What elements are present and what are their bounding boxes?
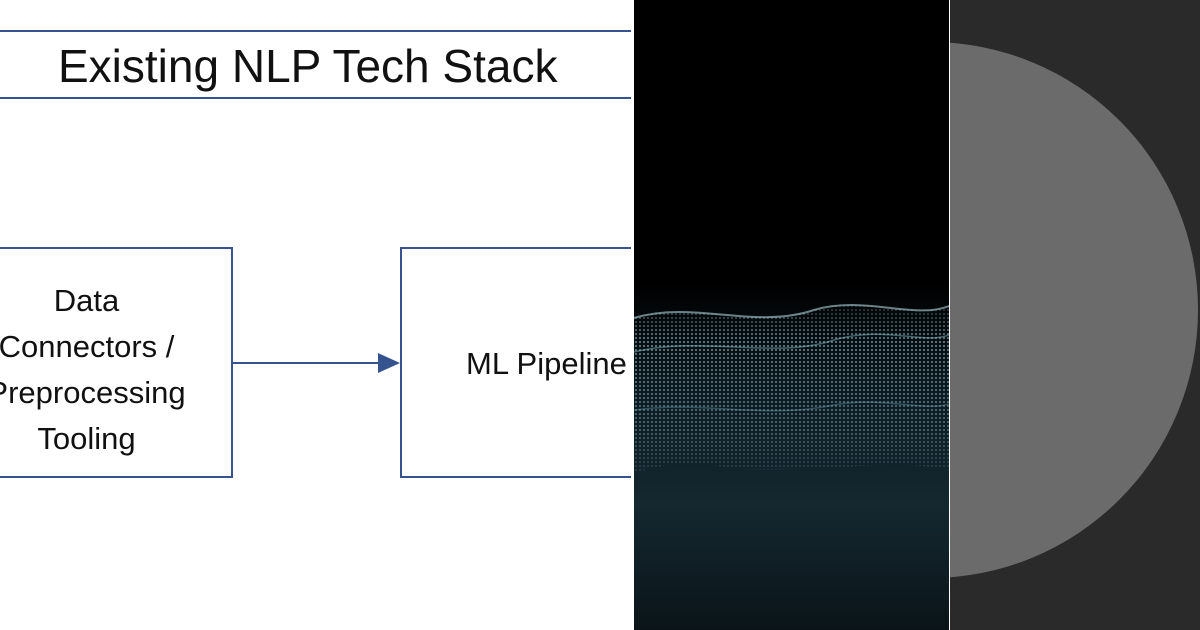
particle-wave-graphic <box>634 0 949 630</box>
node-label-line: Tooling <box>37 421 136 456</box>
data-connectors-node: Data Connectors / Preprocessing Tooling <box>0 247 233 478</box>
flow-arrow <box>232 353 400 373</box>
node-label-line: Connectors / <box>0 329 175 364</box>
title-rule-top <box>0 30 631 32</box>
particle-wave-image <box>634 0 949 630</box>
node-label-line: Data <box>53 283 120 318</box>
title-rule-bottom <box>0 97 631 99</box>
ml-pipeline-label: ML Pipeline <box>466 346 627 381</box>
gray-disc-panel <box>950 0 1200 630</box>
slide-title: Existing NLP Tech Stack <box>58 40 558 92</box>
diagram-slide: Existing NLP Tech Stack Data Connectors … <box>0 30 631 478</box>
ml-pipeline-node: ML Pipeline <box>400 247 631 478</box>
data-connectors-label: Data Connectors / Preprocessing Tooling <box>0 278 231 462</box>
node-label-line: Preprocessing <box>0 375 186 410</box>
gray-disc <box>950 42 1198 578</box>
